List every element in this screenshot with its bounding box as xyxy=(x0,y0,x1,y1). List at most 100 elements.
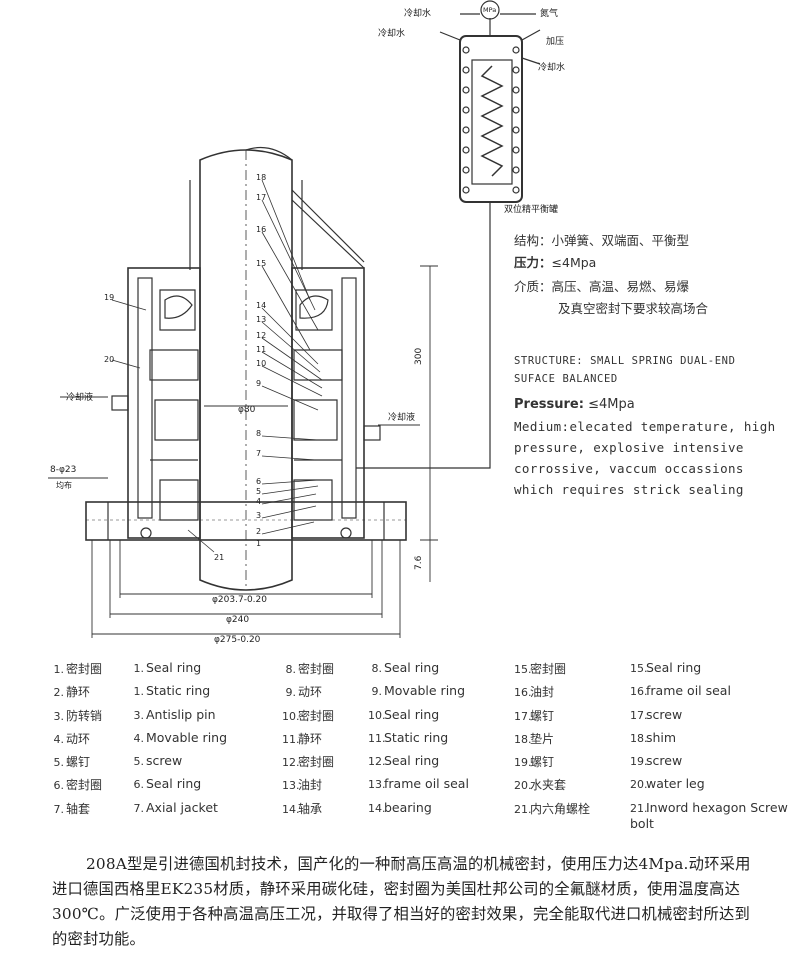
part-name-cn: 密封圈 xyxy=(530,662,567,676)
part-15-en: 15.Seal ring xyxy=(630,660,790,683)
mechanical-seal-drawing: 冷却水 MPa 氮气 冷却水 加压 冷却水 双位精平衡罐 冷却液 冷却液 8-φ… xyxy=(48,0,565,645)
part-number-en: 3. xyxy=(133,708,145,722)
part-15-cn: 15.密封圈 xyxy=(514,660,590,683)
part-name-cn: 密封圈 xyxy=(298,662,335,676)
part-name-cn: 内六角螺栓 xyxy=(530,801,591,816)
part-1-cn: 1.密封圈 xyxy=(50,660,103,683)
callout-6: 6 xyxy=(256,477,261,486)
part-18-en: 18.shim xyxy=(630,730,790,753)
part-5-cn: 5.螺钉 xyxy=(50,753,102,776)
spec-medium-cn-2: 及真空密封下要求较高场合 xyxy=(558,298,708,320)
product-description: 208A型是引进德国机封技术，国产化的一种耐高压高温的机械密封，使用压力达4Mp… xyxy=(52,855,751,948)
callout-9: 9 xyxy=(256,379,261,388)
part-number: 19. xyxy=(514,756,532,770)
dimension-lines xyxy=(48,265,438,638)
part-5-en: 5.screw xyxy=(130,753,227,776)
part-name-cn: 密封圈 xyxy=(66,662,103,676)
part-name-cn: 水夹套 xyxy=(530,778,567,793)
part-10-cn: 10.密封圈 xyxy=(282,707,334,730)
part-name-en: Seal ring xyxy=(646,660,702,675)
part-20-en: 20.water leg xyxy=(630,776,790,799)
part-number: 21. xyxy=(514,802,532,816)
part-name-en: water leg xyxy=(646,776,705,792)
part-number: 15. xyxy=(514,663,532,676)
callout-19: 19 xyxy=(104,293,114,302)
part-number: 18. xyxy=(514,732,532,746)
part-3-cn: 3.防转销 xyxy=(50,707,103,730)
callout-21: 21 xyxy=(214,553,224,562)
part-number: 10. xyxy=(282,709,300,723)
spec-structure-cn: 结构：小弹簧、双端面、平衡型 xyxy=(514,230,689,252)
part-number-en: 4. xyxy=(133,731,145,745)
part-3-en: 3.Antislip pin xyxy=(130,707,227,730)
part-name-cn: 油封 xyxy=(530,685,555,700)
part-9-cn: 9.动环 xyxy=(282,683,334,706)
part-number-en: 6. xyxy=(133,778,145,792)
part-17-cn: 17.螺钉 xyxy=(514,707,590,730)
callout-17: 17 xyxy=(256,193,266,202)
label-coolant-liquid-left: 冷却液 xyxy=(66,391,93,403)
part-19-en: 19.screw xyxy=(630,753,790,776)
part-2-en: 1.Static ring xyxy=(130,683,227,706)
part-16-cn: 16.油封 xyxy=(514,683,590,706)
spec-medium-label: 介质： xyxy=(514,279,552,294)
label-balance-tank: 双位精平衡罐 xyxy=(504,203,558,215)
part-11-en: 11.Static ring xyxy=(368,730,469,753)
callout-13: 13 xyxy=(256,315,266,324)
part-6-en: 6.Seal ring xyxy=(130,776,227,799)
part-name-cn: 螺钉 xyxy=(66,755,91,770)
part-name-cn: 静环 xyxy=(66,685,91,700)
part-name-en: Seal ring xyxy=(384,660,440,675)
dim-d2: φ240 xyxy=(226,615,249,625)
callout-12: 12 xyxy=(256,331,266,340)
part-number: 3. xyxy=(53,709,65,723)
label-bolt-holes: 8-φ23 xyxy=(50,465,76,475)
dim-d1: φ203.7-0.20 xyxy=(212,595,267,605)
label-pressurize: 加压 xyxy=(546,36,564,47)
part-name-en: screw xyxy=(146,753,183,769)
part-4-cn: 4.动环 xyxy=(50,730,102,753)
part-4-en: 4.Movable ring xyxy=(130,730,228,753)
part-name-en: Static ring xyxy=(146,683,211,699)
part-name-en: Antislip pin xyxy=(146,706,216,722)
part-name-cn: 油封 xyxy=(298,778,323,793)
label-nitrogen: 氮气 xyxy=(540,7,558,19)
part-name-en: Seal ring xyxy=(384,706,440,722)
part-number: 11. xyxy=(282,732,300,746)
part-number-en: 20. xyxy=(630,778,648,792)
part-number: 1. xyxy=(53,663,65,676)
part-name-cn: 动环 xyxy=(298,685,323,700)
label-coolant-right: 冷却水 xyxy=(538,61,565,73)
callout-1: 1 xyxy=(256,539,261,548)
part-number-en: 11. xyxy=(368,731,386,745)
part-name-en: Inword hexagon Screw bolt xyxy=(630,799,788,831)
part-8-en: 8.Seal ring xyxy=(368,660,469,683)
label-bolt-holes-sub: 均布 xyxy=(56,480,72,490)
part-number-en: 21. xyxy=(630,801,648,815)
spec-pressure-label: 压力： xyxy=(514,255,552,270)
part-name-en: Static ring xyxy=(384,729,449,745)
part-name-en: screw xyxy=(646,706,683,722)
part-number-en: 8. xyxy=(371,662,383,675)
part-number-en: 19. xyxy=(630,755,648,769)
label-coolant-liquid-right: 冷却液 xyxy=(388,411,415,423)
part-2-cn: 2.静环 xyxy=(50,683,102,706)
part-number: 5. xyxy=(53,756,65,770)
callout-2: 2 xyxy=(256,527,261,536)
callout-10: 10 xyxy=(256,359,266,368)
part-name-cn: 轴套 xyxy=(66,801,91,816)
part-number-en: 5. xyxy=(133,755,145,769)
part-number-en: 16. xyxy=(630,685,648,699)
spec-structure-value: 小弹簧、双端面、平衡型 xyxy=(551,233,690,248)
part-number: 12. xyxy=(282,756,300,770)
spec-pressure-en-label: Pressure: xyxy=(514,397,584,412)
callout-16: 16 xyxy=(256,225,266,234)
part-18-cn: 18.垫片 xyxy=(514,730,590,753)
part-name-en: screw xyxy=(646,753,683,769)
part-12-cn: 12.密封圈 xyxy=(282,753,334,776)
callout-11: 11 xyxy=(256,345,266,354)
